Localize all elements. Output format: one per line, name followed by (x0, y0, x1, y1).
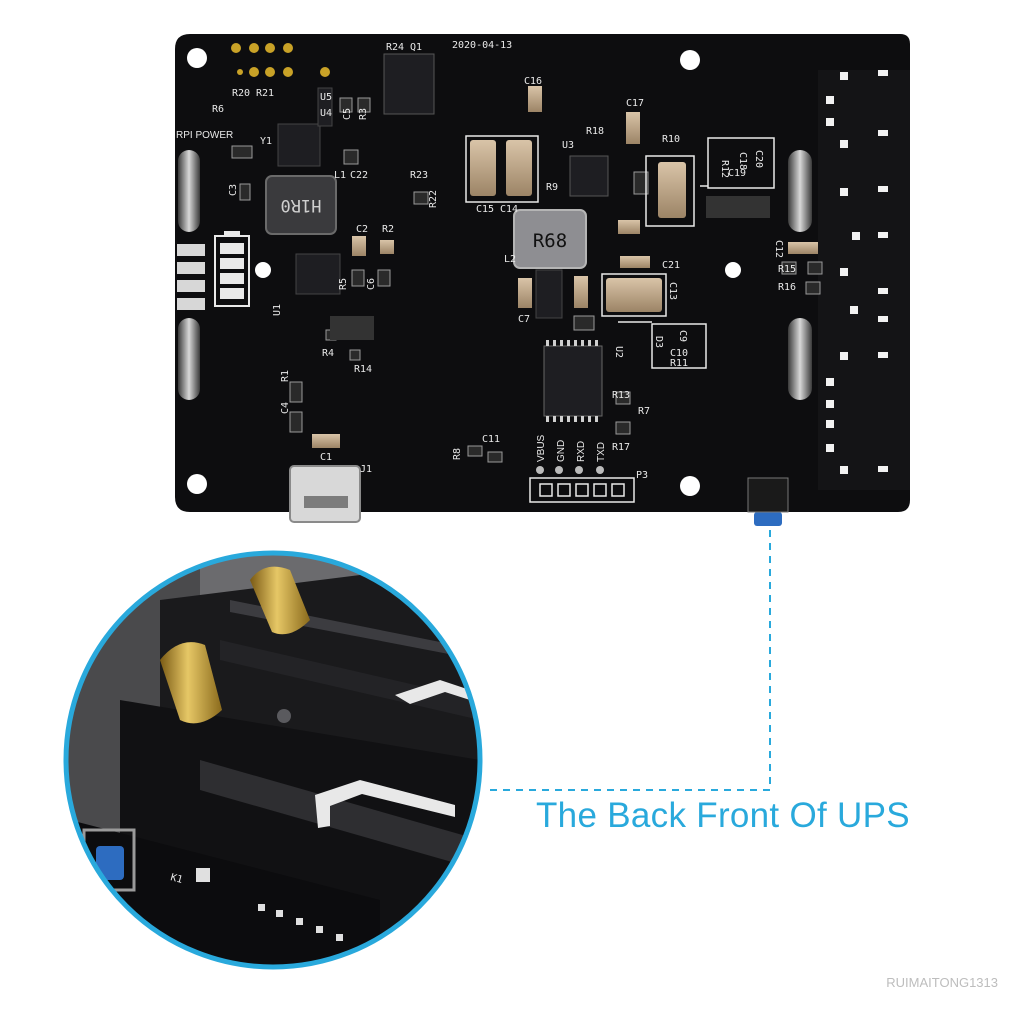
pin-label-gnd: GND (556, 440, 567, 462)
power-switch[interactable] (754, 512, 782, 526)
designator: U1 (272, 304, 283, 316)
designator: R20 (232, 88, 250, 99)
designator: R22 (428, 190, 439, 208)
inset-pads (258, 904, 343, 941)
designator: R18 (586, 126, 604, 137)
pin-label-rxd: RXD (576, 441, 587, 462)
silkscreen-boxes (465, 135, 775, 369)
contact-marking-top (395, 680, 470, 704)
header-p3 (529, 466, 635, 503)
inductor-r68-label: R68 (533, 230, 567, 252)
designator: C7 (518, 314, 530, 325)
designator: C11 (482, 434, 500, 445)
via-dots (330, 196, 770, 340)
designator: R11 (670, 358, 688, 369)
designator: R14 (354, 364, 372, 375)
designator: C9 (677, 330, 688, 342)
designator: R9 (546, 182, 558, 193)
designator: R17 (612, 442, 630, 453)
inductor-r68 (513, 209, 587, 269)
usb-port-opening (304, 496, 348, 508)
designator: C21 (662, 260, 680, 271)
designator: C1 (320, 452, 332, 463)
switch-body (747, 477, 789, 513)
designator: J1 (360, 464, 372, 475)
designator: R13 (612, 390, 630, 401)
designator: U2 (613, 346, 624, 358)
mounting-holes (187, 48, 741, 496)
date-label: 2020-04-13 (452, 40, 512, 51)
inductor-h1r0 (265, 175, 337, 235)
gold-contact-top (250, 566, 310, 635)
ups-pcb-back: H1R0 R68 (175, 34, 910, 526)
designator: R24 (386, 42, 404, 53)
designator: C6 (366, 278, 377, 290)
caption-text: The Back Front Of UPS (536, 796, 910, 835)
designator: C16 (524, 76, 542, 87)
designator: R4 (322, 348, 334, 359)
designator: C10 (670, 348, 688, 359)
inductor-h1r0-label: H1R0 (281, 195, 322, 215)
watermark-text: RUIMAITONG1313 (886, 975, 998, 990)
designator: C20 (753, 150, 764, 168)
designator: R8 (452, 448, 463, 460)
designator: L1 (334, 170, 346, 181)
pin-label-vbus: VBUS (536, 434, 547, 462)
gold-contact-left (160, 642, 222, 724)
designator: R5 (338, 278, 349, 290)
designator: U5 (320, 92, 332, 103)
designator: R16 (778, 282, 796, 293)
designator: R2 (382, 224, 394, 235)
designator: D3 (653, 336, 664, 348)
side-pads (826, 70, 888, 474)
designator: C18 (737, 152, 748, 170)
designator: R7 (638, 406, 650, 417)
designator: U4 (320, 108, 332, 119)
ic-pins (546, 340, 598, 422)
designator: C14 (500, 204, 518, 215)
designator: C5 (342, 108, 353, 120)
gold-pins (231, 43, 330, 77)
designator: C3 (228, 184, 239, 196)
designator: C2 (356, 224, 368, 235)
designator: Y1 (260, 136, 272, 147)
pin-label-txd: TXD (596, 442, 607, 462)
designator: R3 (358, 108, 369, 120)
designator: R23 (410, 170, 428, 181)
designator: P3 (636, 470, 648, 481)
zoom-inset-border (63, 550, 483, 970)
designator: C13 (667, 282, 678, 300)
designator: R1 (280, 370, 291, 382)
battery-slot-windows (178, 150, 812, 400)
designator: U3 (562, 140, 574, 151)
blue-button[interactable] (96, 846, 124, 880)
micro-usb-connector (289, 465, 361, 523)
k1-label: K1 (169, 872, 183, 886)
designator: R6 (212, 104, 224, 115)
designator: C22 (350, 170, 368, 181)
designator: C19 (728, 168, 746, 179)
designator: R15 (778, 264, 796, 275)
dashed-callout-line (490, 530, 771, 791)
rpi-power-label: RPI POWER (176, 130, 233, 141)
designator: C15 (476, 204, 494, 215)
ic-chips (277, 53, 609, 417)
designator: Q1 (410, 42, 422, 53)
designator: R12 (719, 160, 730, 178)
ceramic-capacitors (312, 86, 818, 448)
designator: C4 (280, 402, 291, 414)
designator: L2 (504, 254, 516, 265)
designator: R21 (256, 88, 274, 99)
designator: C17 (626, 98, 644, 109)
contact-marking-bottom (315, 780, 455, 828)
designator: R10 (662, 134, 680, 145)
battery-level-indicator (177, 231, 250, 310)
designator: C12 (773, 240, 784, 258)
